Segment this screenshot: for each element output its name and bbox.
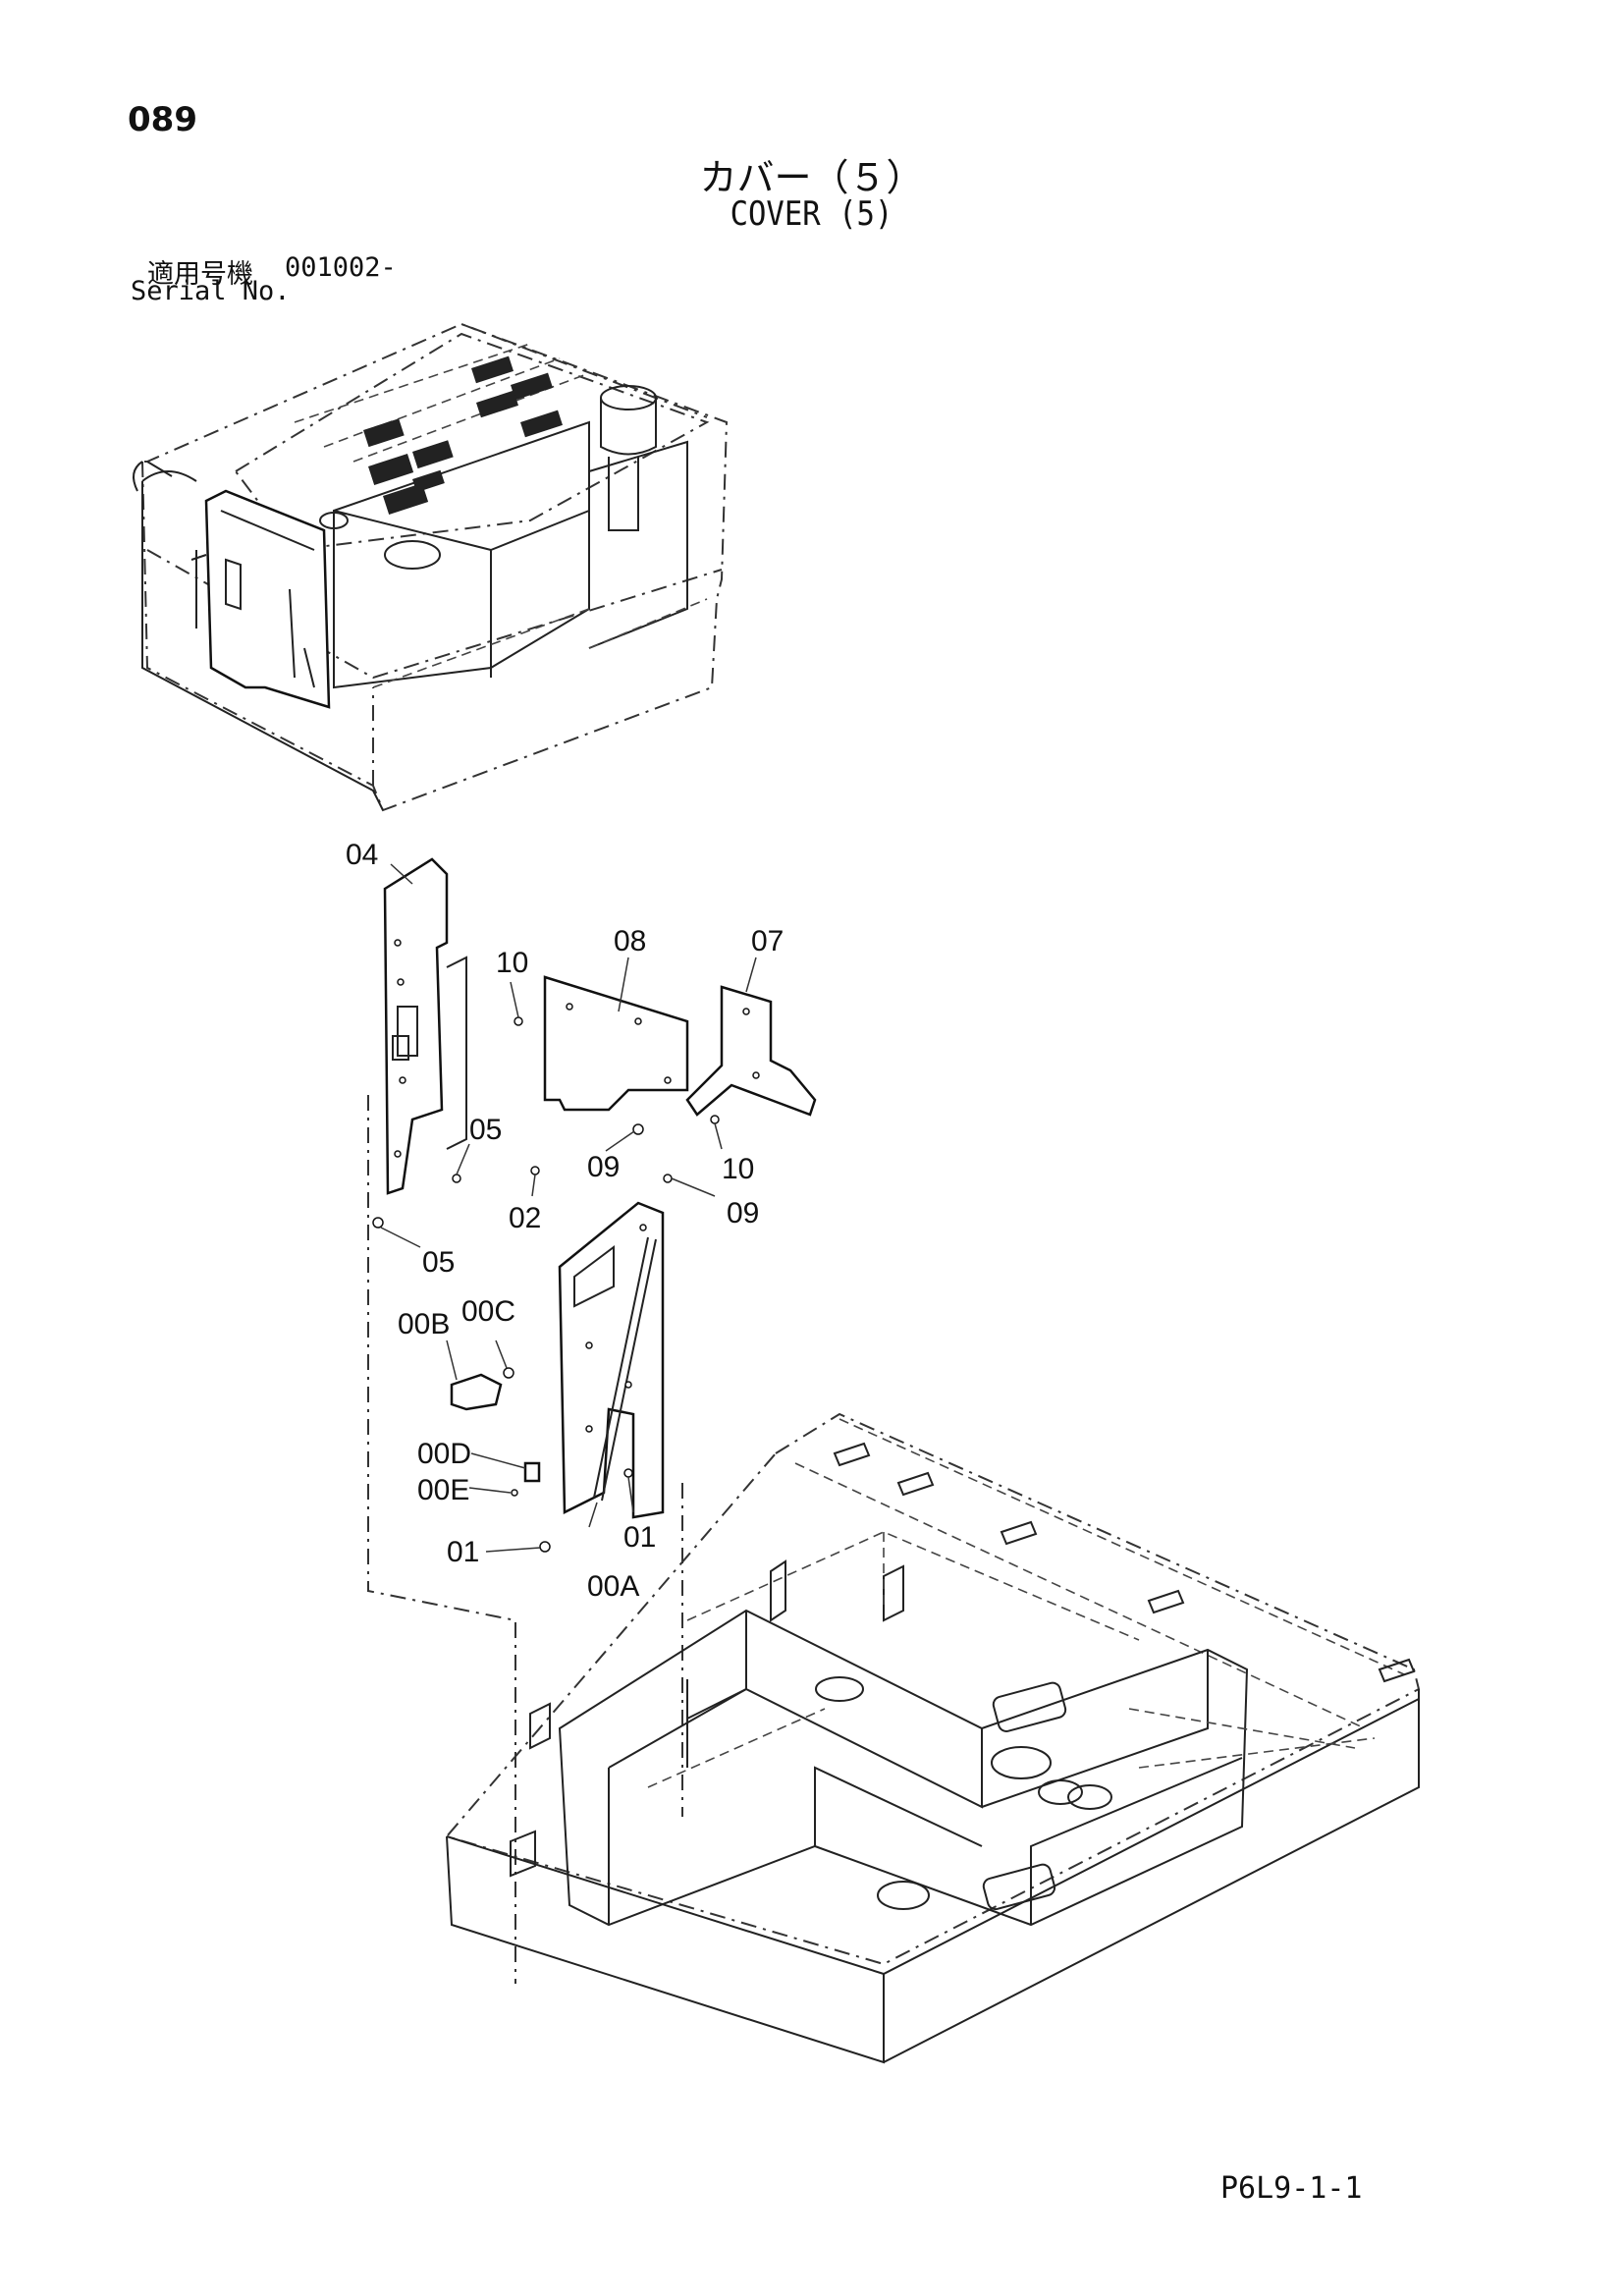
callout-01b: 01: [623, 1521, 656, 1554]
part-00A-panel: [558, 1201, 665, 1519]
callout-05a: 05: [469, 1114, 502, 1146]
callout-08: 08: [614, 925, 646, 957]
overview-machine: [133, 322, 729, 812]
callout-00A: 00A: [587, 1570, 639, 1603]
callout-00D: 00D: [417, 1438, 471, 1470]
page-number: 089: [128, 100, 197, 139]
callout-10a: 10: [496, 947, 528, 979]
title-japanese: カバー（５）: [699, 156, 924, 199]
callout-09a: 09: [587, 1151, 620, 1183]
exploded-parts: [367, 857, 817, 1984]
part-00D-rubber: [523, 1461, 541, 1483]
nut-09a: [632, 1123, 644, 1135]
callout-09b: 09: [727, 1197, 759, 1230]
callouts: 04 10 08 07 05 09 10 02 09 05 00B 00C 00…: [346, 839, 784, 1603]
nut-00C: [503, 1367, 514, 1379]
bolt-05b: [372, 1217, 384, 1229]
callout-00E: 00E: [417, 1474, 469, 1506]
callout-01a: 01: [447, 1536, 479, 1568]
bolt-10b: [710, 1115, 720, 1124]
title-english: COVER (5): [730, 194, 893, 234]
bolt-01b: [623, 1468, 633, 1478]
bolt-10a: [514, 1016, 523, 1026]
part-00B-bracket: [450, 1373, 503, 1411]
part-07-panel: [685, 985, 817, 1117]
bolt-05a: [452, 1174, 461, 1183]
part-04-panel: [383, 857, 449, 1195]
callout-10b: 10: [722, 1153, 754, 1185]
bolt-01a: [539, 1541, 551, 1553]
part-08-panel: [543, 975, 689, 1112]
document-code: P6L9-1-1: [1220, 2171, 1363, 2206]
main-frame: [445, 1412, 1421, 2064]
serial-label-english: Serial No.: [131, 276, 291, 306]
callout-00B: 00B: [398, 1308, 450, 1340]
bolt-00E: [511, 1489, 518, 1497]
bolt-02: [530, 1166, 540, 1175]
nut-09b: [663, 1174, 673, 1183]
callout-04: 04: [346, 839, 378, 871]
serial-label-japanese: 適用号機: [147, 259, 253, 290]
callout-05b: 05: [422, 1246, 455, 1279]
leader-lines: [380, 863, 757, 1553]
serial-number-value: 001002-: [285, 252, 397, 283]
callout-07: 07: [751, 925, 784, 957]
callout-00C: 00C: [461, 1295, 515, 1328]
callout-02: 02: [509, 1202, 541, 1234]
